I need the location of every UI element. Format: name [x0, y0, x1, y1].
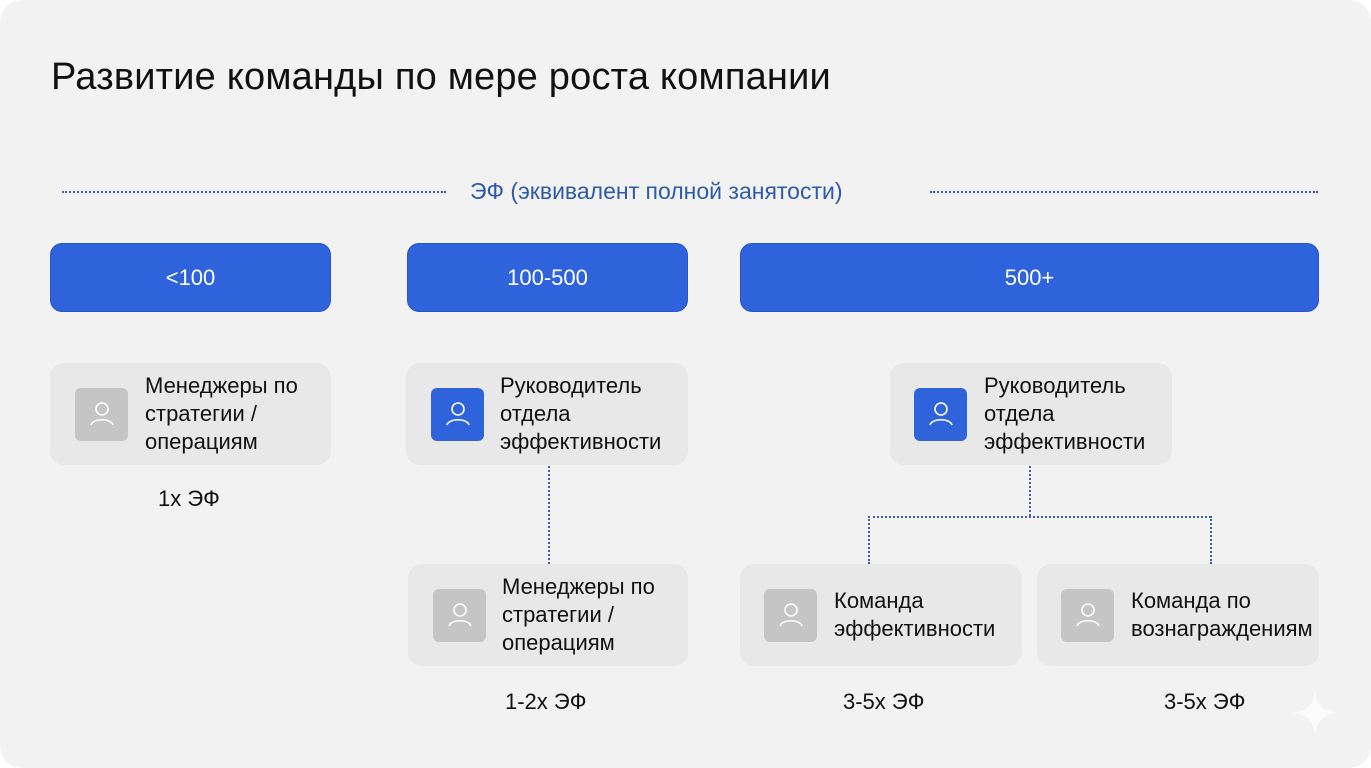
connector-s3-right	[1210, 516, 1212, 564]
connector-s2	[548, 466, 550, 564]
page-title: Развитие команды по мере роста компании	[51, 56, 831, 98]
dotted-divider-left	[62, 191, 446, 193]
node-label: Руководитель отдела эффективности	[500, 373, 662, 454]
fte-value-s3-rewards: 3-5x ЭФ	[1164, 689, 1246, 714]
fte-header: ЭФ (эквивалент полной занятости)	[62, 176, 1318, 208]
node-label: Команда по вознаграждениям	[1131, 588, 1313, 641]
node-label: Менеджеры по стратегии / операциям	[145, 373, 298, 454]
node-s3-team-efficiency: Команда эффективности	[740, 564, 1022, 666]
user-icon	[914, 387, 967, 441]
node-s1-managers: Менеджеры по стратегии / операциям	[50, 363, 331, 465]
node-label: Руководитель отдела эффективности	[984, 373, 1146, 454]
stage-band-500-plus: 500+	[740, 243, 1319, 312]
user-icon	[75, 387, 128, 441]
user-icon	[764, 588, 817, 642]
node-label: Команда эффективности	[834, 588, 996, 641]
dotted-divider-right	[930, 191, 1318, 193]
user-icon	[433, 588, 486, 642]
connector-s3-trunk	[1029, 466, 1031, 516]
connector-s3-left	[868, 516, 870, 564]
user-icon	[431, 387, 484, 441]
node-s2-managers: Менеджеры по стратегии / операциям	[408, 564, 688, 666]
fte-value-s2: 1-2x ЭФ	[505, 689, 587, 714]
node-s3-team-rewards: Команда по вознаграждениям	[1037, 564, 1319, 666]
node-s3-head: Руководитель отдела эффективности	[890, 363, 1172, 465]
fte-value-s1: 1x ЭФ	[158, 486, 220, 511]
node-s2-head: Руководитель отдела эффективности	[406, 363, 688, 465]
node-label: Менеджеры по стратегии / операциям	[502, 574, 655, 655]
user-icon	[1061, 588, 1114, 642]
stage-band-under-100: <100	[50, 243, 331, 312]
stage-band-100-500: 100-500	[407, 243, 688, 312]
sparkle-icon	[1290, 688, 1340, 743]
fte-value-s3-efficiency: 3-5x ЭФ	[843, 689, 925, 714]
connector-s3-branch	[868, 516, 1211, 518]
fte-header-label: ЭФ (эквивалент полной занятости)	[470, 178, 843, 204]
